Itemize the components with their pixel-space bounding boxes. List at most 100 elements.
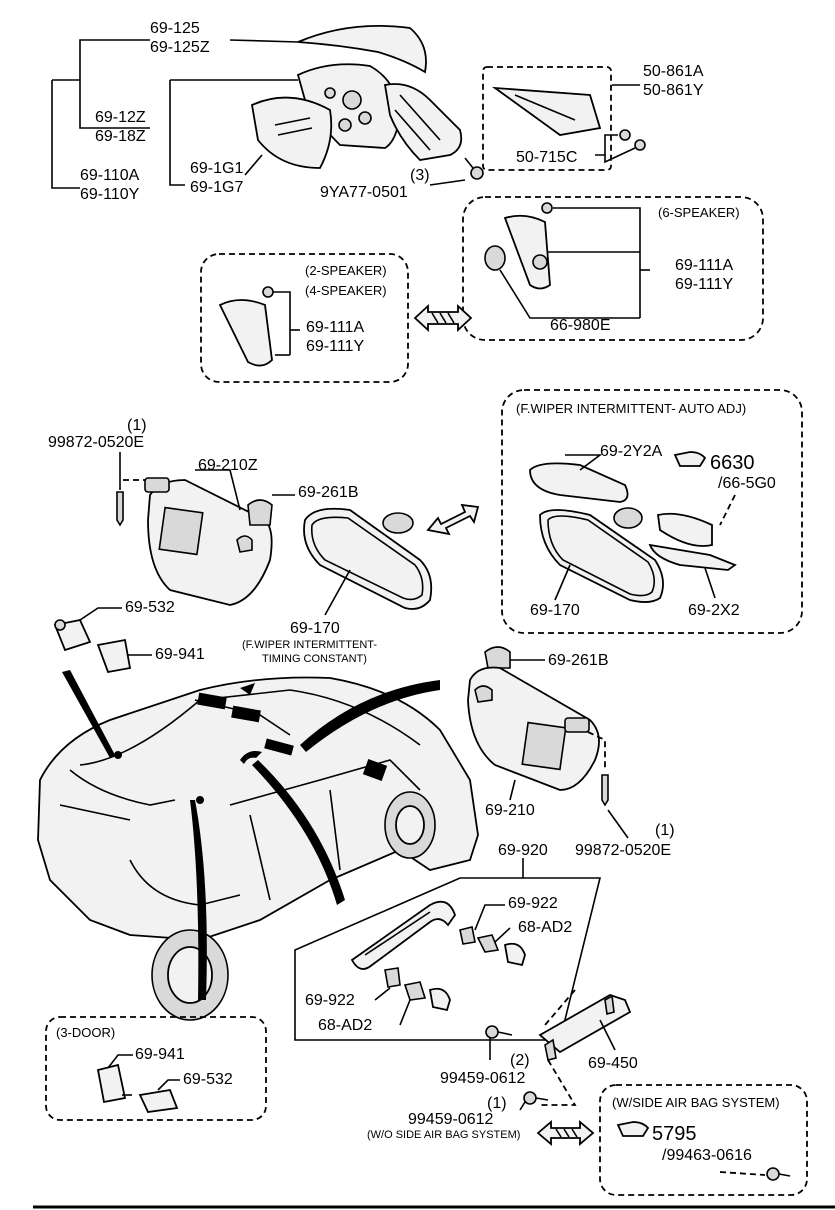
tweeter-cover-2sp-part: [218, 286, 274, 367]
label-69-111y-right: 69-111Y: [675, 276, 733, 293]
label-69-261b-a: 69-261B: [298, 484, 359, 501]
side-airbag-box: [599, 1084, 808, 1196]
label-50-715c: 50-715C: [516, 149, 577, 166]
grip-clip-b-part: [384, 967, 401, 988]
ref-hand-6630-icon: [673, 451, 707, 467]
room-mirror-auto-part: [539, 509, 664, 603]
label-69-532-a: 69-532: [125, 599, 175, 616]
room-mirror-center-part: [303, 507, 433, 610]
label-69-125: 69-125: [150, 20, 200, 37]
label-ref-6630: 6630: [710, 452, 755, 474]
visor-holder-b-part: [484, 646, 511, 669]
mirror-bolt-part: [464, 157, 484, 180]
label-69-2y2a: 69-2Y2A: [600, 443, 663, 460]
label-9ya77-0501: 9YA77-0501: [320, 184, 408, 201]
label-50-861y: 50-861Y: [643, 82, 704, 99]
label-2-speaker: (2-SPEAKER): [305, 263, 387, 278]
tweeter-speaker-6sp-part: [484, 245, 506, 271]
label-50-861a: 50-861A: [643, 63, 704, 80]
grip-clip-a-part: [459, 926, 476, 945]
label-qty-1-a: (1): [127, 417, 147, 434]
car-illustration: [37, 670, 479, 1021]
label-ref-5795: 5795: [652, 1123, 697, 1145]
label-99872-0520e-a: 99872-0520E: [48, 434, 144, 451]
label-99459-0612-a: 99459-0612: [440, 1070, 526, 1087]
label-69-170-right: 69-170: [530, 602, 580, 619]
label-69-110a: 69-110A: [80, 167, 140, 184]
label-69-2x2: 69-2X2: [688, 602, 740, 619]
triangle-trim-box: [482, 66, 612, 171]
label-69-18z: 69-18Z: [95, 128, 146, 145]
label-ref-66-5g0: /66-5G0: [718, 475, 776, 492]
two-four-speaker-box: [200, 253, 409, 383]
label-69-110y: 69-110Y: [80, 186, 140, 203]
label-ref-99463-0616: /99463-0616: [662, 1147, 752, 1164]
speaker-alt-arrow: [413, 303, 473, 333]
ref-hand-5795-icon: [616, 1121, 650, 1137]
airbag-alt-arrow: [536, 1120, 595, 1146]
label-68-ad2-a: 68-AD2: [518, 919, 572, 936]
three-door-box: [45, 1016, 267, 1121]
visor-clip-part: [53, 618, 92, 652]
label-fwiper-auto: (F.WIPER INTERMITTENT- AUTO ADJ): [516, 401, 746, 416]
label-qty-1-b: (1): [655, 822, 675, 839]
triangle-trim-part: [491, 86, 646, 151]
label-69-261b-b: 69-261B: [548, 652, 609, 669]
mirror-glass-part: [250, 96, 333, 169]
label-69-210z: 69-210Z: [198, 457, 258, 474]
label-69-1g7: 69-1G7: [190, 179, 243, 196]
label-66-980e: 66-980E: [550, 317, 611, 334]
mirror-cover-upper-part: [529, 462, 629, 503]
label-69-111a-left: 69-111A: [306, 319, 364, 336]
sun-visor-left-part: [144, 477, 273, 606]
visor-screw-b-part: [601, 774, 609, 807]
label-69-210: 69-210: [485, 802, 535, 819]
grip-cap-a-part: [476, 934, 526, 967]
label-69-125z: 69-125Z: [150, 39, 210, 56]
label-qty-2: (2): [510, 1052, 530, 1069]
visor-clip-cover-3door-part: [96, 1063, 132, 1104]
visor-clip-cover-part: [96, 638, 132, 674]
label-fwiper-timing-2: TIMING CONSTANT): [262, 653, 367, 665]
mirror-cover-lower-part: [648, 543, 737, 571]
label-69-532-b: 69-532: [183, 1071, 233, 1088]
airbag-bolt-part: [766, 1167, 791, 1181]
grip-cap-b-part: [403, 981, 451, 1012]
visor-holder-a-part: [247, 499, 273, 526]
visor-clip-3door-part: [138, 1088, 179, 1113]
mirror-housing-part: [383, 83, 463, 161]
mirror-cover-part: [297, 24, 427, 74]
fwiper-auto-box: [501, 389, 803, 634]
label-qty-3: (3): [410, 167, 430, 184]
label-99459-0612-b: 99459-0612: [408, 1111, 494, 1128]
label-qty-1-c: (1): [487, 1095, 507, 1112]
label-w-side-airbag: (W/SIDE AIR BAG SYSTEM): [612, 1095, 780, 1110]
tweeter-cover-6sp-part: [503, 202, 553, 290]
sun-visor-right-part: [467, 666, 600, 791]
grip-bracket-part: [538, 994, 632, 1061]
grip-bolt-a-part: [485, 1025, 513, 1039]
label-69-12z: 69-12Z: [95, 109, 146, 126]
grip-bolt-b-part: [523, 1091, 549, 1105]
label-69-922-a: 69-922: [508, 895, 558, 912]
mirror-alt-arrow: [426, 503, 480, 536]
label-6-speaker: (6-SPEAKER): [658, 205, 740, 220]
label-69-111y-left: 69-111Y: [306, 338, 364, 355]
label-4-speaker: (4-SPEAKER): [305, 283, 387, 298]
label-69-922-b: 69-922: [305, 992, 355, 1009]
label-69-450: 69-450: [588, 1055, 638, 1072]
label-68-ad2-b: 68-AD2: [318, 1017, 372, 1034]
label-69-941-a: 69-941: [155, 646, 205, 663]
assist-grip-part: [350, 900, 457, 970]
label-69-111a-right: 69-111A: [675, 257, 733, 274]
mirror-sensor-part: [613, 507, 713, 547]
label-69-920: 69-920: [498, 842, 548, 859]
label-3-door: (3-DOOR): [56, 1025, 115, 1040]
label-69-941-b: 69-941: [135, 1046, 185, 1063]
label-99872-0520e-b: 99872-0520E: [575, 842, 671, 859]
label-fwiper-timing-1: (F.WIPER INTERMITTENT-: [242, 639, 377, 651]
visor-screw-a-part: [116, 491, 124, 527]
label-69-1g1: 69-1G1: [190, 160, 243, 177]
six-speaker-box: [462, 196, 764, 341]
